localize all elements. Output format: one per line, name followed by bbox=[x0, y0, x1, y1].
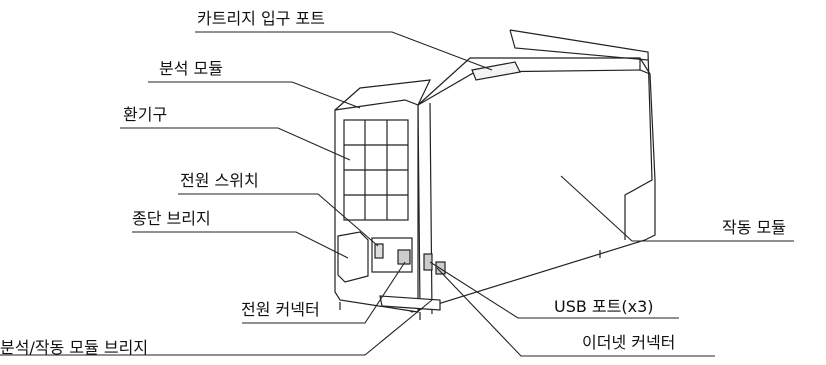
label-module-bridge: 분석/작동 모듈 브리지 bbox=[0, 338, 149, 357]
leader-ventilation bbox=[120, 127, 351, 161]
label-ethernet-connector: 이더넷 커넥터 bbox=[582, 333, 676, 352]
analytical-module-top bbox=[334, 79, 432, 111]
leader-analytical-module bbox=[148, 81, 361, 109]
label-ventilation: 환기구 bbox=[123, 105, 168, 124]
ethernet-shape bbox=[435, 261, 446, 275]
leader-cartridge-port bbox=[195, 31, 493, 71]
display-panel bbox=[509, 29, 653, 240]
leader-end-bridge bbox=[132, 231, 349, 259]
label-power-switch: 전원 스위치 bbox=[180, 171, 259, 190]
leader-ethernet bbox=[436, 267, 715, 357]
label-usb-port: USB 포트(x3) bbox=[554, 297, 654, 316]
power-connector-shape bbox=[397, 249, 411, 265]
module-bridge-shape bbox=[379, 295, 441, 311]
feet bbox=[339, 250, 601, 320]
operational-module-top bbox=[417, 57, 651, 106]
label-analytical-module: 분석 모듈 bbox=[159, 59, 223, 78]
label-power-connector: 전원 커넥터 bbox=[241, 300, 320, 319]
leader-power-connector bbox=[242, 261, 406, 324]
operational-module-body bbox=[404, 69, 656, 313]
vent-grid-lines bbox=[344, 120, 408, 220]
end-bridge-shape bbox=[337, 231, 369, 283]
label-operational-module: 작동 모듈 bbox=[722, 218, 786, 237]
leader-usb bbox=[429, 261, 679, 319]
power-switch-shape bbox=[374, 243, 384, 259]
label-cartridge-port: 카트리지 입구 포트 bbox=[197, 9, 325, 28]
cartridge-port-slot bbox=[471, 61, 521, 81]
label-end-bridge: 종단 브리지 bbox=[132, 209, 211, 228]
usb-port-shape bbox=[423, 253, 433, 271]
leader-module-bridge bbox=[0, 299, 433, 356]
leader-operational-module bbox=[560, 175, 794, 242]
leader-power-switch bbox=[178, 193, 379, 247]
